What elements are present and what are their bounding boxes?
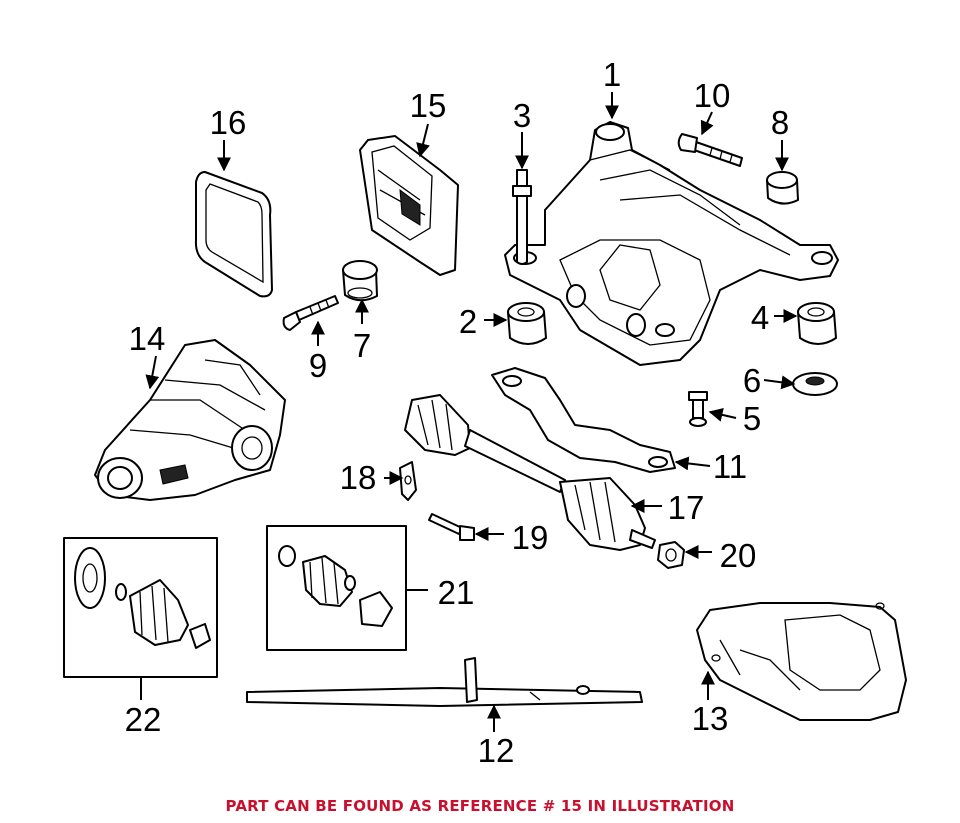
part-2-bushing	[507, 302, 547, 345]
part-8-bushing	[766, 171, 799, 205]
part-7-bushing	[342, 260, 378, 302]
part-4-bushing	[797, 302, 837, 345]
leader-lines	[140, 92, 798, 732]
part-16-gasket	[194, 171, 273, 298]
label-part-13: 13	[692, 700, 729, 737]
part-20-nut	[657, 541, 685, 569]
label-part-4: 4	[751, 299, 769, 336]
label-part-15: 15	[410, 87, 447, 124]
label-part-2: 2	[459, 303, 477, 340]
part-18-clip	[399, 461, 417, 501]
label-part-5: 5	[743, 400, 761, 437]
label-part-10: 10	[694, 77, 731, 114]
part-21-boot-kit	[266, 525, 407, 651]
part-number-labels: 1 2 3 4 5 6 7 8 9 10 11 12 13 14 15 16 1…	[125, 56, 790, 769]
part-22-boot-kit	[63, 537, 218, 678]
label-part-9: 9	[309, 347, 327, 384]
part-3-stud	[512, 169, 532, 265]
part-6-washer	[792, 372, 838, 396]
part-5-bolt	[688, 391, 708, 427]
label-part-17: 17	[668, 489, 705, 526]
part-19-bolt	[428, 513, 475, 541]
reference-caption: PART CAN BE FOUND AS REFERENCE # 15 IN I…	[225, 797, 735, 815]
part-15-cover	[359, 135, 459, 276]
label-part-3: 3	[513, 97, 531, 134]
label-part-16: 16	[210, 104, 247, 141]
part-11-bracket	[491, 367, 676, 473]
label-part-12: 12	[478, 732, 515, 769]
label-part-6: 6	[743, 362, 761, 399]
label-part-19: 19	[512, 519, 549, 556]
part-10-bolt	[677, 133, 743, 167]
part-13-shield	[696, 602, 907, 721]
label-part-22: 22	[125, 701, 162, 738]
label-part-11: 11	[713, 448, 747, 485]
part-12-brace	[246, 657, 643, 707]
label-part-8: 8	[771, 104, 789, 141]
part-9-bolt	[282, 295, 339, 331]
label-part-20: 20	[720, 537, 757, 574]
part-1-rear-subframe	[504, 121, 839, 366]
label-part-14: 14	[129, 320, 166, 357]
part-14-differential	[94, 339, 286, 501]
label-part-21: 21	[438, 574, 475, 611]
part-17-axle-shaft	[404, 394, 656, 551]
label-part-18: 18	[340, 459, 377, 496]
label-part-7: 7	[353, 327, 371, 364]
label-part-1: 1	[603, 56, 621, 93]
